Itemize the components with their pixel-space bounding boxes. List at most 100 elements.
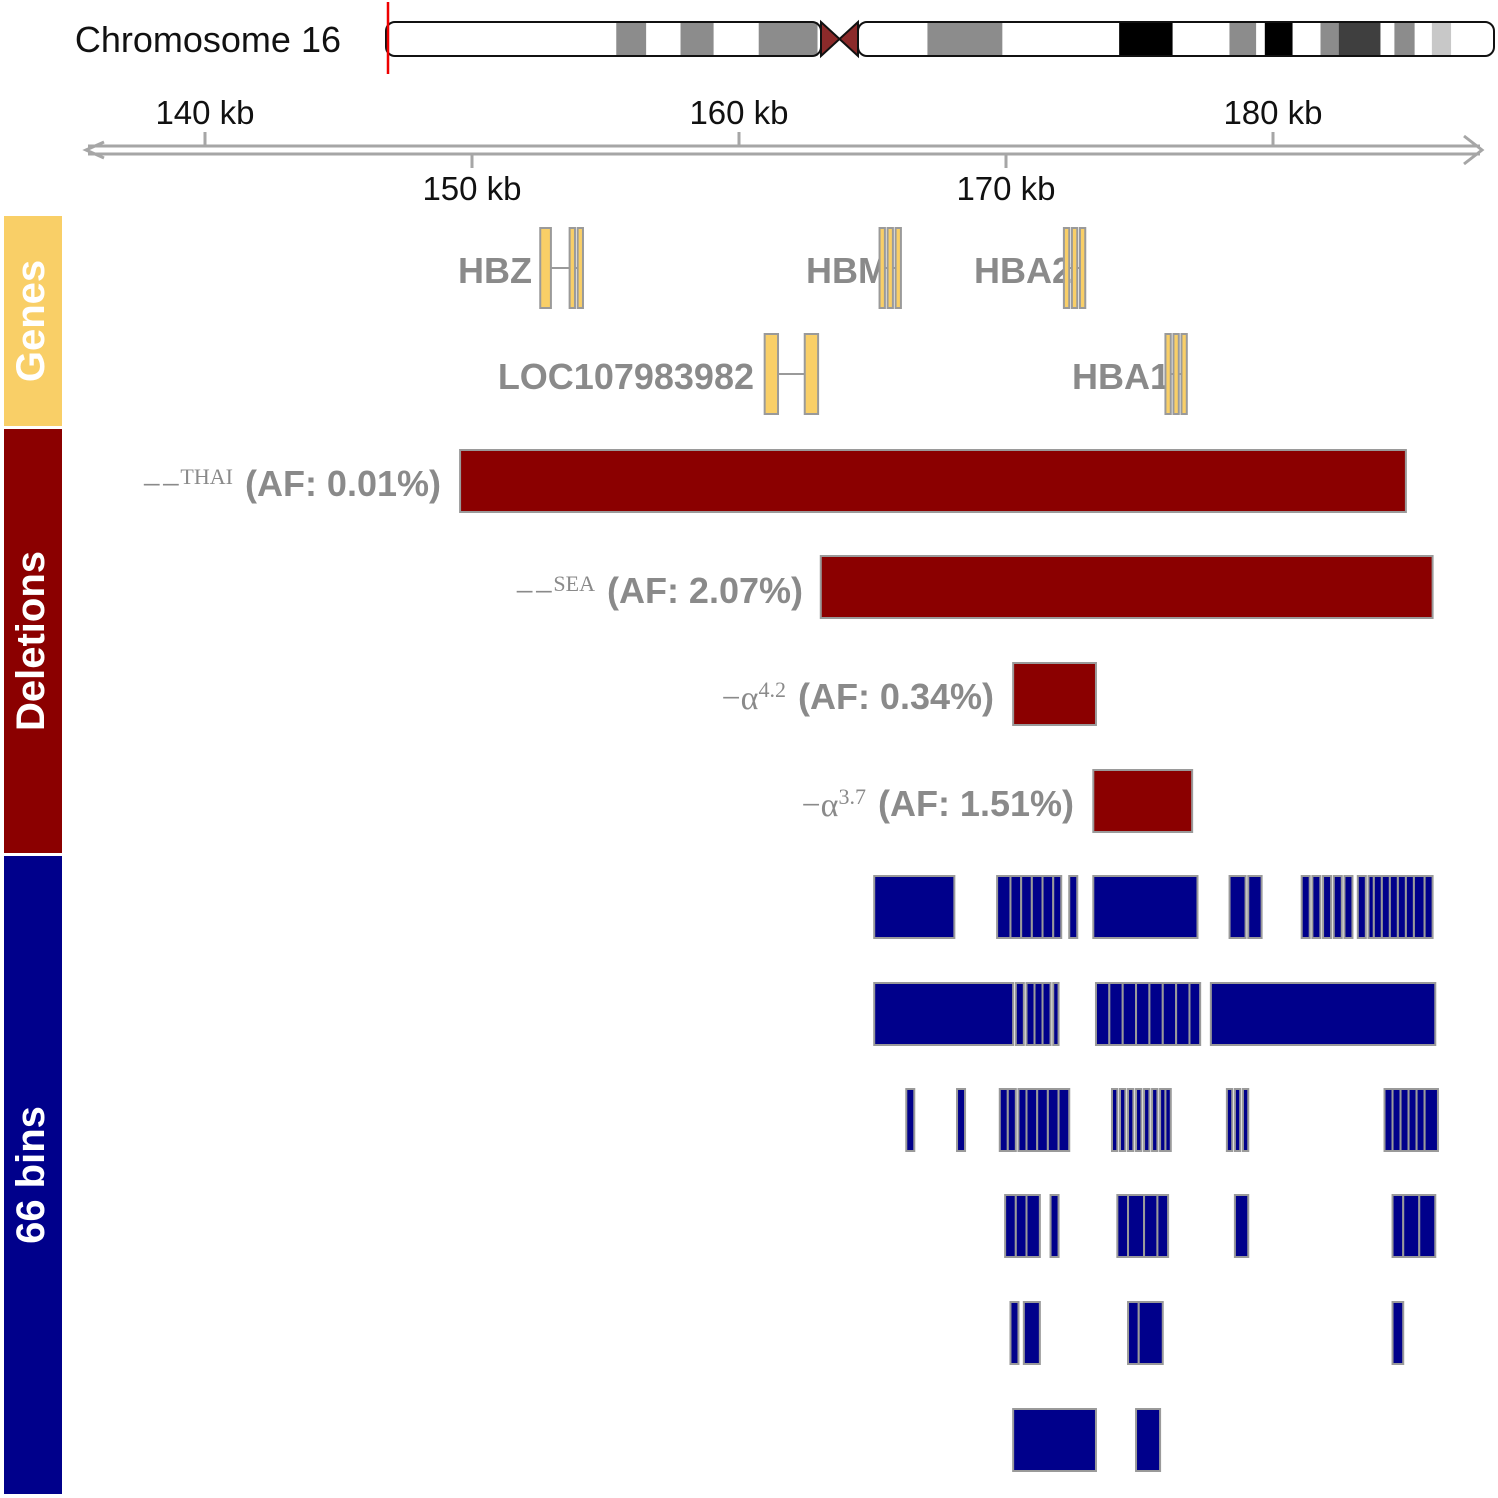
gene-exon — [1164, 333, 1172, 415]
ideogram-band — [680, 22, 714, 56]
bin-block — [1391, 1301, 1405, 1365]
deletion-af-alpha-4-2: (AF: 0.34%) — [798, 676, 994, 717]
deletions-track-label: Deletions — [9, 551, 53, 731]
bin-block — [1228, 875, 1247, 939]
bin-block — [1127, 1088, 1135, 1152]
bin-block — [1418, 1194, 1437, 1258]
bin-block — [1022, 1301, 1041, 1365]
bin-block — [1014, 982, 1025, 1046]
deletion-bar — [1012, 662, 1097, 726]
bin-block — [1009, 1301, 1020, 1365]
ideogram-band — [386, 22, 617, 56]
ideogram-band — [1264, 22, 1293, 56]
gene-exon — [1172, 333, 1180, 415]
gene-exon — [539, 227, 552, 309]
axis-label-160: 160 kb — [689, 94, 788, 131]
bin-block — [1391, 1194, 1405, 1258]
bin-block — [1423, 1088, 1439, 1152]
bin-block — [1135, 1408, 1162, 1472]
bin-block — [1049, 1194, 1060, 1258]
bin-block — [1143, 1194, 1159, 1258]
ideogram-band — [1119, 22, 1173, 56]
bin-block — [1412, 875, 1426, 939]
ideogram-band — [1414, 22, 1432, 56]
axis-arrow-right — [1463, 134, 1485, 166]
bin-block — [1121, 982, 1138, 1046]
bin-block — [1009, 875, 1023, 939]
deletion-bar — [1092, 769, 1194, 833]
bin-block — [1017, 1088, 1028, 1152]
bin-block — [1225, 1088, 1234, 1152]
deletion-label-alpha-3-7: −α3.7(AF: 1.51%) — [801, 783, 1074, 824]
deletion-label-alpha-4-2: −α4.2(AF: 0.34%) — [721, 676, 994, 717]
gene-label-loc107983982: LOC107983982 — [498, 356, 754, 397]
gene-exon — [1180, 333, 1188, 415]
deletion-label-sea: −−SEA(AF: 2.07%) — [515, 570, 803, 611]
bin-block — [1127, 1194, 1146, 1258]
bin-block — [1116, 1194, 1130, 1258]
bin-block — [1135, 1088, 1143, 1152]
deletion-af-thai: (AF: 0.01%) — [245, 463, 441, 504]
deletion-af-sea: (AF: 2.07%) — [607, 570, 803, 611]
bin-block — [1137, 1301, 1164, 1365]
ideogram-band — [646, 22, 681, 56]
gene-label-hba2: HBA2 — [974, 250, 1072, 291]
deletion-prefix-thai: −− — [142, 467, 180, 504]
bin-block — [1402, 1194, 1421, 1258]
deletion-name-sea: SEA — [553, 571, 595, 596]
gene-exon — [576, 227, 584, 309]
ideogram-band — [1338, 22, 1381, 56]
bin-block — [1332, 875, 1343, 939]
genes-track-label: Genes — [9, 260, 53, 382]
ideogram-band — [1229, 22, 1257, 56]
bin-block — [1247, 875, 1263, 939]
bin-track — [873, 875, 1439, 1472]
bin-block — [1041, 875, 1055, 939]
bin-block — [1415, 1088, 1426, 1152]
ideogram — [386, 22, 1494, 56]
deletion-track: −−THAI(AF: 0.01%) −−SEA(AF: 2.07%) −α4.2… — [142, 449, 1434, 833]
bin-block — [1209, 982, 1437, 1046]
bin-block — [1025, 1194, 1041, 1258]
bin-block — [1311, 875, 1322, 939]
bin-block — [1110, 1088, 1119, 1152]
bin-block — [1241, 1088, 1250, 1152]
bin-block — [1041, 982, 1052, 1046]
ideogram-band — [1172, 22, 1230, 56]
ideogram-band — [713, 22, 759, 56]
bin-block — [1356, 875, 1367, 939]
bin-block — [1030, 875, 1044, 939]
deletion-name-alpha-3-7: 3.7 — [838, 784, 866, 809]
bin-block — [1164, 1088, 1172, 1152]
bin-block — [1092, 875, 1199, 939]
deletion-name-thai: THAI — [180, 464, 233, 489]
deletions-track-bar — [4, 429, 62, 853]
axis-label-150: 150 kb — [422, 170, 521, 207]
bin-block — [1006, 1088, 1017, 1152]
bin-block — [1343, 875, 1354, 939]
bin-block — [1004, 1194, 1017, 1258]
bin-block — [1380, 875, 1391, 939]
bin-block — [1025, 1088, 1039, 1152]
ideogram-band — [1451, 22, 1494, 56]
bin-block — [1094, 982, 1111, 1046]
gene-track: HBZ HBM HBA2 LOC107983982 HBA1 — [458, 227, 1188, 415]
axis-label-140: 140 kb — [155, 94, 254, 131]
bin-block — [998, 1088, 1009, 1152]
ideogram-band — [927, 22, 1003, 56]
ideogram-band — [1256, 22, 1265, 56]
axis-label-170: 170 kb — [956, 170, 1055, 207]
bin-block — [1046, 1088, 1060, 1152]
ideogram-band — [758, 22, 818, 56]
deletion-af-alpha-3-7: (AF: 1.51%) — [878, 783, 1074, 824]
gene-exon — [878, 227, 886, 309]
gene-exon — [568, 227, 576, 309]
bin-block — [873, 982, 1015, 1046]
bin-block — [1033, 982, 1044, 1046]
bin-block — [1233, 1194, 1250, 1258]
ideogram-band — [1320, 22, 1339, 56]
gene-label-hbm: HBM — [806, 250, 888, 291]
bin-block — [1057, 1088, 1071, 1152]
bin-block — [1372, 875, 1383, 939]
